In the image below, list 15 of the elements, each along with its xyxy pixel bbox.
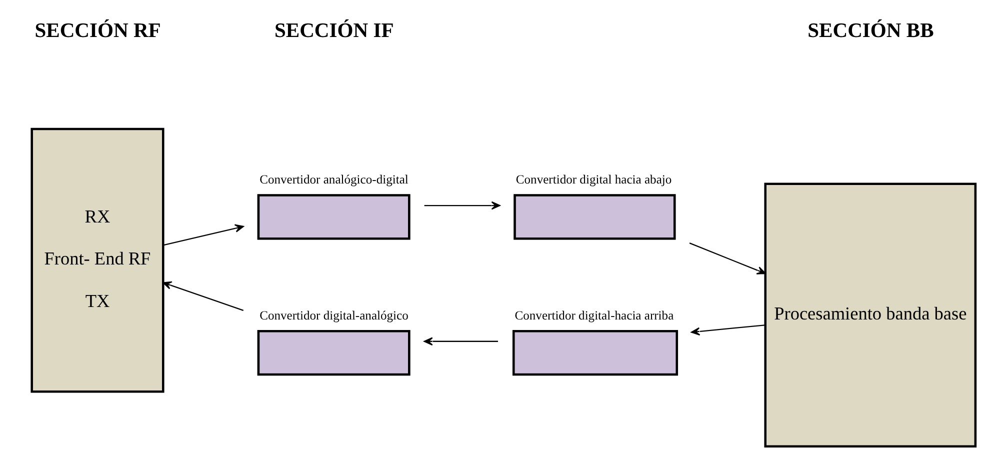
label: SECCIÓN IF [274, 20, 394, 42]
node-label: Convertidor digital-hacia arriba [514, 308, 674, 322]
arrow [162, 224, 244, 246]
node-box: Procesamiento banda base [764, 182, 976, 448]
node-label: Convertidor digital-analógico [259, 308, 408, 322]
arrow [162, 281, 244, 311]
label: SECCIÓN RF [34, 20, 160, 42]
arrow [424, 201, 500, 210]
label: SECCIÓN BB [807, 20, 934, 42]
node-label: Convertidor analógico-digital [259, 172, 408, 187]
node-label: Convertidor digital hacia abajo [515, 172, 672, 187]
node-box: RX Front- End RF TX [30, 128, 164, 393]
arrow [690, 324, 765, 336]
arrow [423, 337, 498, 346]
arrow [688, 242, 766, 274]
